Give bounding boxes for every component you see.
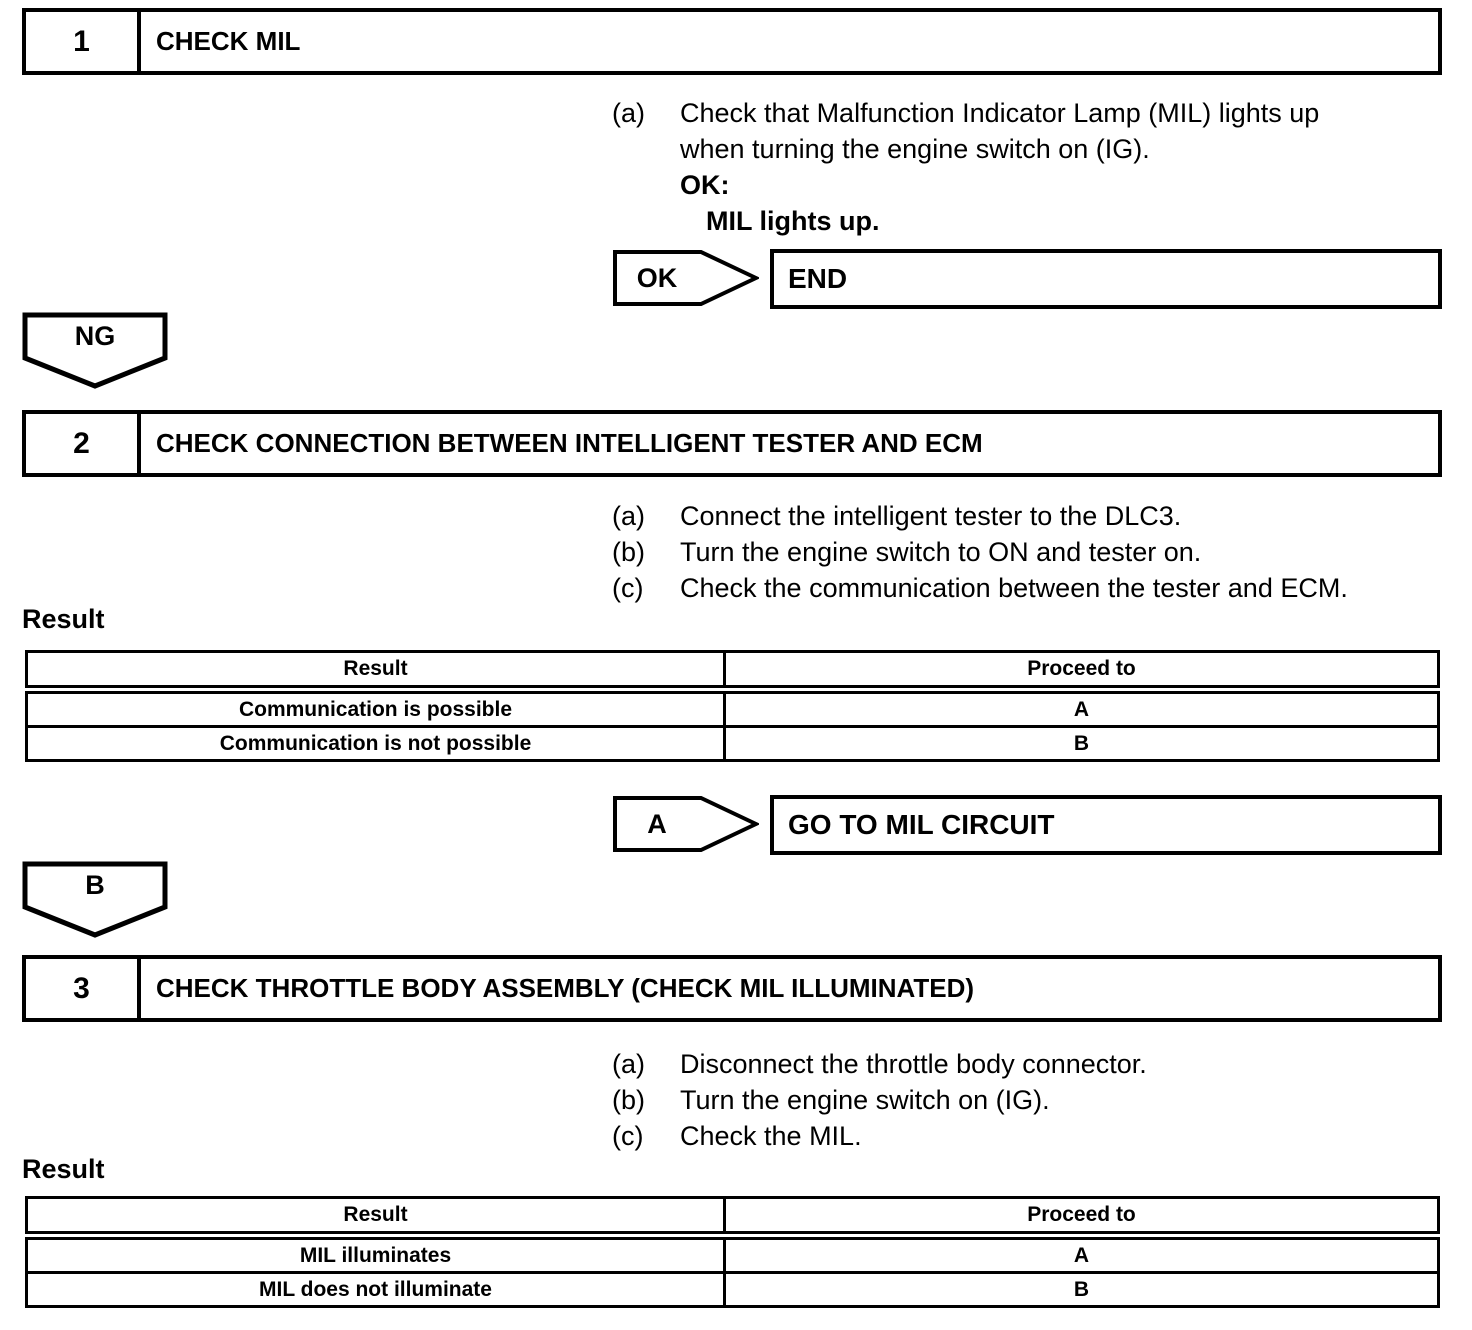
step-1-instructions: (a) Check that Malfunction Indicator Lam… xyxy=(612,95,1319,239)
end-action-box: END xyxy=(770,249,1442,309)
substep-row: (a) Check that Malfunction Indicator Lam… xyxy=(612,95,1319,131)
step-3-header: 3 CHECK THROTTLE BODY ASSEMBLY (CHECK MI… xyxy=(22,955,1442,1022)
b-connector-label: B xyxy=(85,869,105,900)
table-row: Communication is possible A xyxy=(25,688,1440,728)
result-table-step-3: Result Proceed to MIL illuminates A MIL … xyxy=(25,1196,1440,1308)
step-1-title: CHECK MIL xyxy=(156,26,301,56)
substep-text: when turning the engine switch on (IG). xyxy=(680,134,1150,164)
substep-text: Disconnect the throttle body connector. xyxy=(680,1049,1147,1079)
result-table-step-2: Result Proceed to Communication is possi… xyxy=(25,650,1440,762)
ok-condition-text: MIL lights up. xyxy=(706,206,880,236)
substep-row: (b) Turn the engine switch on (IG). xyxy=(612,1082,1147,1118)
step-3-number: 3 xyxy=(26,959,141,1018)
step-2-number: 2 xyxy=(26,414,141,473)
a-connector-label: A xyxy=(647,808,667,839)
table-header-row: Result Proceed to xyxy=(25,1196,1440,1240)
substep-row: (a) Connect the intelligent tester to th… xyxy=(612,498,1348,534)
substep-label: (c) xyxy=(612,1121,644,1151)
table-row: Communication is not possible B xyxy=(25,725,1440,762)
table-cell-result: Communication is not possible xyxy=(25,725,726,762)
ok-heading: OK: xyxy=(680,167,1319,203)
substep-text: Turn the engine switch to ON and tester … xyxy=(680,537,1202,567)
goto-mil-circuit-label: GO TO MIL CIRCUIT xyxy=(788,809,1055,840)
table-header-result: Result xyxy=(25,1196,726,1240)
end-label: END xyxy=(788,263,848,294)
substep-row: (c) Check the communication between the … xyxy=(612,570,1348,606)
result-section-heading: Result xyxy=(22,1154,105,1184)
table-cell-result: MIL illuminates xyxy=(25,1234,726,1274)
arrow-right-shape-icon xyxy=(613,250,759,306)
a-connector: A xyxy=(613,796,759,852)
ok-connector: OK xyxy=(613,250,759,306)
table-row: MIL illuminates A xyxy=(25,1234,1440,1274)
substep-row: (b) Turn the engine switch to ON and tes… xyxy=(612,534,1348,570)
result-section-heading: Result xyxy=(22,604,105,634)
table-cell-proceed: A xyxy=(723,688,1440,728)
ok-connector-label: OK xyxy=(636,262,678,293)
step-2-header: 2 CHECK CONNECTION BETWEEN INTELLIGENT T… xyxy=(22,410,1442,477)
ng-connector-label: NG xyxy=(74,320,116,351)
table-cell-proceed: B xyxy=(723,1271,1440,1308)
ng-connector: NG xyxy=(22,312,168,390)
step-3-instructions: (a) Disconnect the throttle body connect… xyxy=(612,1046,1147,1154)
substep-text: Connect the intelligent tester to the DL… xyxy=(680,501,1182,531)
goto-mil-circuit-box: GO TO MIL CIRCUIT xyxy=(770,795,1442,855)
table-row: MIL does not illuminate B xyxy=(25,1271,1440,1308)
substep-text: Check that Malfunction Indicator Lamp (M… xyxy=(680,98,1320,128)
table-header-result: Result xyxy=(25,650,726,694)
table-header-row: Result Proceed to xyxy=(25,650,1440,694)
step-3-title: CHECK THROTTLE BODY ASSEMBLY (CHECK MIL … xyxy=(156,973,975,1003)
substep-label: (a) xyxy=(612,98,645,128)
table-header-proceed-to: Proceed to xyxy=(723,650,1440,694)
table-header-proceed-to: Proceed to xyxy=(723,1196,1440,1240)
substep-row: (c) Check the MIL. xyxy=(612,1118,1147,1154)
table-cell-result: MIL does not illuminate xyxy=(25,1271,726,1308)
substep-text: Check the communication between the test… xyxy=(680,573,1348,603)
substep-text: Turn the engine switch on (IG). xyxy=(680,1085,1050,1115)
arrow-right-shape-icon xyxy=(613,796,759,852)
table-cell-proceed: B xyxy=(723,725,1440,762)
substep-label: (b) xyxy=(612,537,645,567)
arrow-down-shape-icon xyxy=(22,861,168,938)
substep-row: (a) Disconnect the throttle body connect… xyxy=(612,1046,1147,1082)
arrow-down-shape-icon xyxy=(22,312,168,389)
step-2-instructions: (a) Connect the intelligent tester to th… xyxy=(612,498,1348,606)
substep-label: (b) xyxy=(612,1085,645,1115)
ok-condition: MIL lights up. xyxy=(706,203,1319,239)
table-cell-result: Communication is possible xyxy=(25,688,726,728)
substep-text-continued: when turning the engine switch on (IG). xyxy=(680,131,1319,167)
substep-label: (c) xyxy=(612,573,644,603)
substep-label: (a) xyxy=(612,501,645,531)
step-1-number: 1 xyxy=(26,12,141,71)
b-connector: B xyxy=(22,861,168,939)
ok-heading-label: OK: xyxy=(680,170,730,200)
step-1-header: 1 CHECK MIL xyxy=(22,8,1442,75)
step-2-title: CHECK CONNECTION BETWEEN INTELLIGENT TES… xyxy=(156,428,983,458)
table-cell-proceed: A xyxy=(723,1234,1440,1274)
substep-label: (a) xyxy=(612,1049,645,1079)
substep-text: Check the MIL. xyxy=(680,1121,862,1151)
